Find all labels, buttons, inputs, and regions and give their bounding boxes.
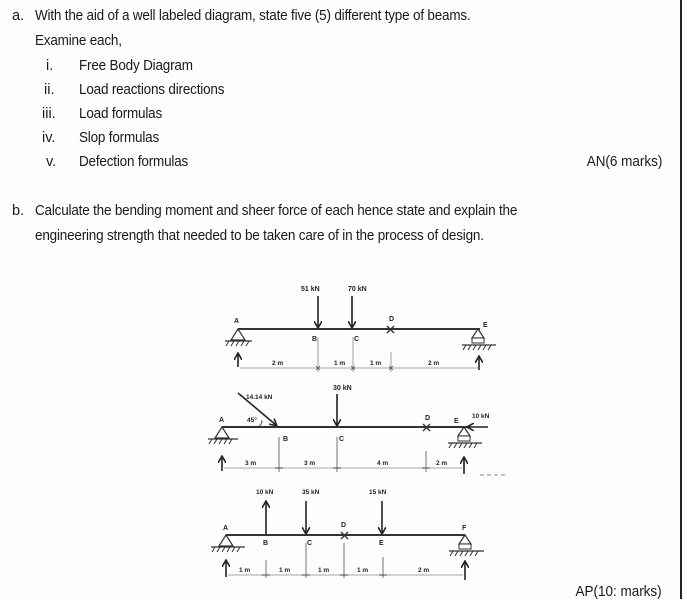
item-number: iv. — [42, 130, 56, 146]
question-a-text-line1: With the aid of a well labeled diagram, … — [35, 8, 471, 24]
load-label-15kN: 15 kN — [369, 489, 387, 496]
question-a-marks: AN(6 marks) — [586, 154, 662, 170]
label-B: B — [263, 540, 268, 547]
label-E: E — [454, 418, 459, 425]
pin-support-icon — [208, 425, 238, 445]
label-B: B — [283, 436, 288, 443]
label-D: D — [341, 522, 346, 529]
span-label: 2 m — [272, 360, 283, 367]
item-text-slop-formulas: Slop formulas — [79, 130, 160, 146]
span-label: 1 m — [357, 567, 368, 574]
span-label: 3 m — [245, 460, 256, 467]
item-number: i. — [46, 58, 54, 74]
label-D: D — [389, 316, 394, 323]
label-E: E — [483, 322, 488, 329]
load-label-51kN: 51 kN — [301, 286, 320, 293]
span-label: 1 m — [334, 360, 345, 367]
inclined-arrow-icon — [237, 392, 276, 425]
pin-support-icon — [211, 533, 245, 553]
page-border — [680, 0, 682, 599]
load-label-10kN: 10 kN — [472, 413, 490, 420]
span-label: 3 m — [304, 460, 315, 467]
item-number: ii. — [44, 82, 55, 98]
span-label: 2 m — [418, 567, 429, 574]
span-label: 1 m — [239, 567, 250, 574]
load-label-10kN: 10 kN — [256, 489, 274, 496]
hinge-x-icon — [386, 325, 395, 334]
span-label: 1 m — [370, 360, 381, 367]
label-C: C — [307, 540, 312, 547]
pin-support-icon — [225, 327, 252, 347]
angle-label: 45° — [247, 416, 257, 424]
label-F: F — [462, 525, 467, 532]
span-label: 1 m — [318, 567, 329, 574]
item-number: v. — [46, 154, 57, 170]
beam-1: A E 51 kN 70 kN B C D — [225, 286, 496, 372]
label-E: E — [379, 540, 384, 547]
span-label: 1 m — [279, 567, 290, 574]
label-D: D — [425, 415, 430, 422]
beam-3: A F 10 kN 35 kN 15 kN B C E D — [211, 489, 484, 580]
load-label-70kN: 70 kN — [348, 286, 367, 293]
roller-support-icon — [449, 533, 484, 557]
label-A: A — [223, 525, 228, 532]
question-a-marker: a. — [12, 8, 25, 24]
label-B: B — [312, 336, 317, 343]
question-b-text-line1: Calculate the bending moment and sheer f… — [35, 203, 518, 219]
hinge-x-icon — [422, 423, 431, 432]
question-b-marks: AP(10: marks) — [575, 584, 662, 600]
load-label-30kN: 30 kN — [333, 385, 352, 392]
beam-2: A E 14.14 kN 45° 30 kN 10 kN B C D — [208, 385, 505, 476]
roller-support-icon — [448, 425, 482, 449]
label-C: C — [354, 336, 359, 343]
load-label-35kN: 35 kN — [302, 489, 320, 496]
span-label: 2 m — [436, 460, 447, 467]
roller-support-icon — [462, 327, 496, 351]
item-number: iii. — [42, 106, 56, 122]
hinge-x-icon — [340, 531, 349, 540]
question-a-text-line2: Examine each, — [35, 33, 122, 49]
label-A: A — [234, 318, 239, 325]
item-text-free-body-diagram: Free Body Diagram — [79, 58, 193, 74]
load-label-14-14kN: 14.14 kN — [246, 394, 273, 401]
item-text-load-formulas: Load formulas — [79, 106, 163, 122]
label-C: C — [339, 436, 344, 443]
item-text-load-reactions: Load reactions directions — [79, 82, 225, 98]
question-b-text-line2: engineering strength that needed to be t… — [35, 228, 484, 244]
span-label: 2 m — [428, 360, 439, 367]
item-text-defection-formulas: Defection formulas — [79, 154, 189, 170]
question-b-marker: b. — [12, 203, 25, 219]
label-A: A — [219, 417, 224, 424]
span-label: 4 m — [377, 460, 388, 467]
